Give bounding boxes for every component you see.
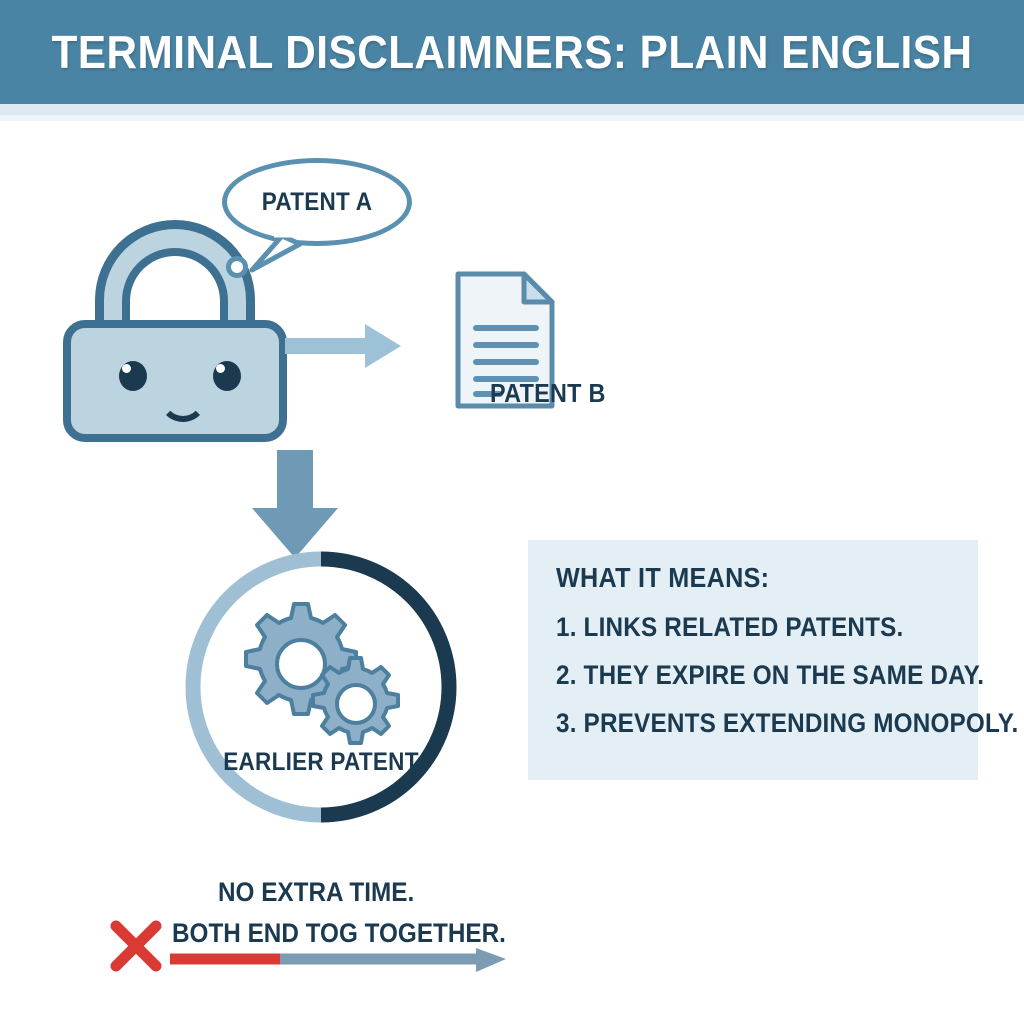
document-page-icon	[455, 271, 555, 409]
page-title: TERMINAL DISCLAIMNERS: PLAIN ENGLISH	[51, 26, 973, 78]
bottom-note-line-2: BOTH END TOG TOGETHER.	[172, 918, 506, 948]
info-box-item: 1. LINKS RELATED PATENTS.	[556, 612, 904, 642]
gears-icon	[244, 602, 400, 745]
info-box-item: 2. THEY EXPIRE ON THE SAME DAY.	[556, 660, 985, 690]
lock-body	[63, 320, 287, 442]
speech-bubble-icon	[222, 158, 412, 246]
header-underline-soft	[0, 115, 1024, 121]
bottom-note-line-1: NO EXTRA TIME.	[218, 877, 415, 907]
document-label: PATENT B	[490, 378, 606, 408]
x-cross-icon	[110, 920, 162, 972]
earlier-patent-ring: EARLIER PATENT	[182, 548, 460, 836]
info-box-heading: WHAT IT MEANS:	[556, 562, 770, 593]
what-it-means-box: WHAT IT MEANS: 1. LINKS RELATED PATENTS.…	[528, 540, 1018, 780]
header-band	[0, 0, 1024, 104]
lock-eye-right-icon	[213, 361, 241, 391]
speech-bubble-tail-icon	[249, 230, 306, 273]
header-underline	[0, 104, 1024, 118]
lock-eye-left-icon	[119, 361, 147, 391]
speech-bubble-label: PATENT A	[261, 187, 373, 216]
padlock-character	[60, 220, 290, 442]
timeline-arrow-icon	[170, 948, 506, 972]
lock-smile-icon	[159, 398, 207, 422]
arrow-down-icon	[252, 450, 338, 558]
info-box-item: 3. PREVENTS EXTENDING MONOPOLY.	[556, 708, 1019, 738]
split-ring-icon	[185, 551, 457, 823]
speech-bubble-dot-icon	[226, 256, 248, 278]
arrow-right-icon	[285, 324, 401, 368]
ring-label: EARLIER PATENT	[223, 748, 419, 776]
speech-bubble: PATENT A	[222, 158, 422, 278]
